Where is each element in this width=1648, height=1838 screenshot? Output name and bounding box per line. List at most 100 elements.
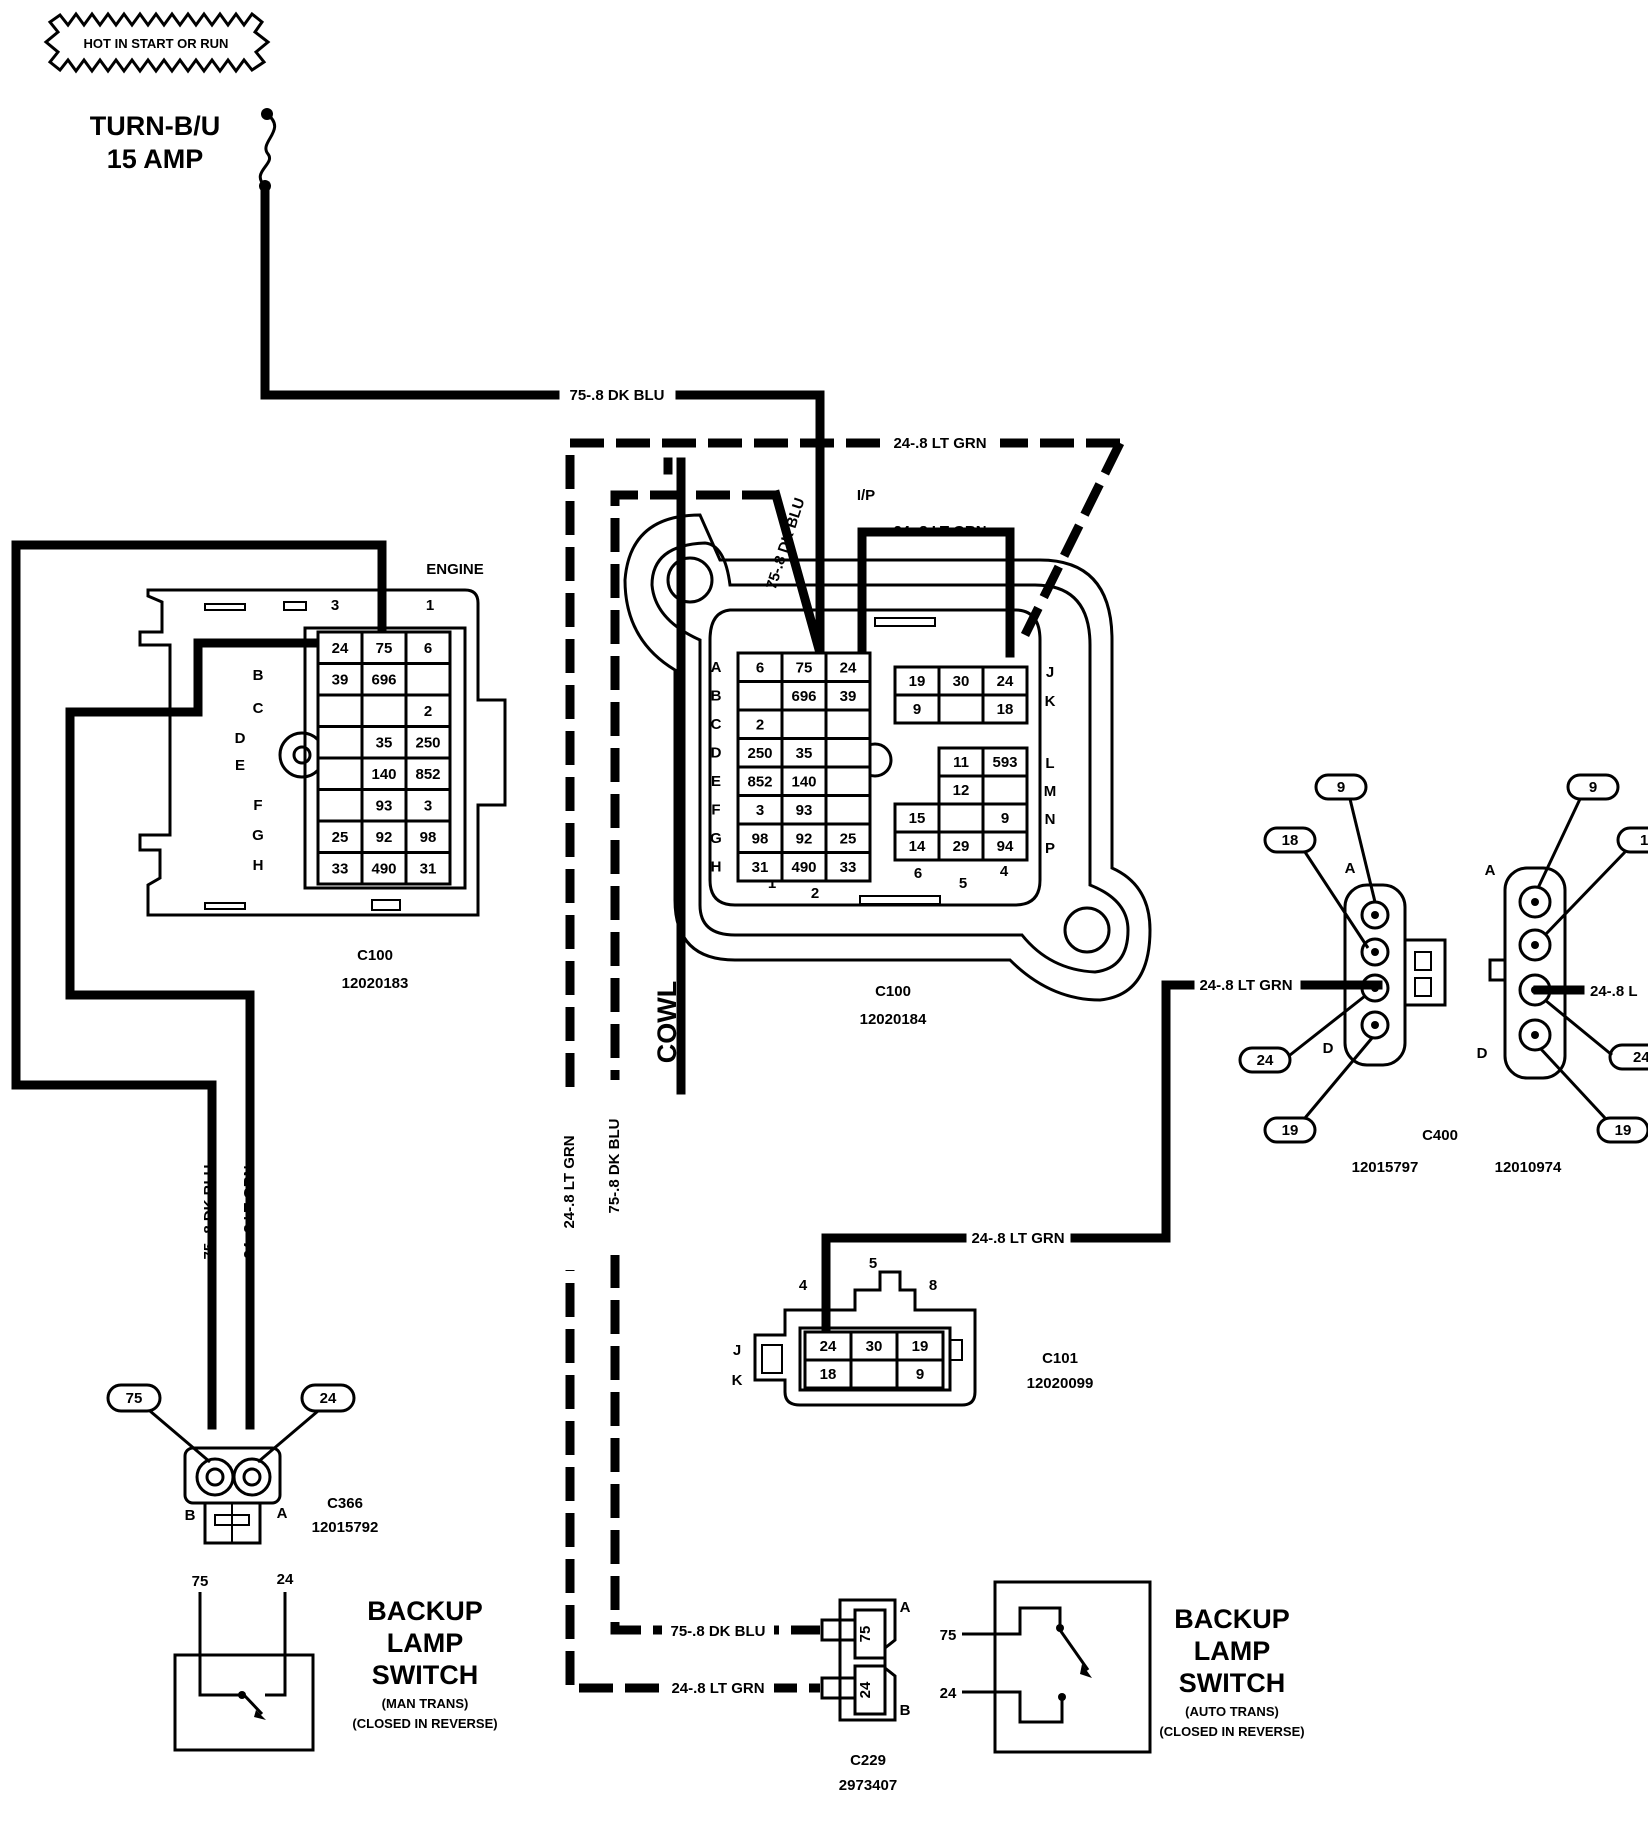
c100-ip-row-left-label: A [711,659,722,676]
c100-ip-row-left-label: E [711,773,721,790]
c100-ip-left-cell: 93 [796,802,813,819]
wire-75-c229-label: 75-.8 DK BLU [670,1623,765,1640]
c100-ip-lp-cell-box [981,774,1029,806]
c101-cell-box [895,1358,945,1390]
c100-ip-lp-cell: 15 [909,810,926,827]
c100-ip-row-left-label: H [711,859,722,876]
c400a-callout-18: 18 [1282,832,1299,849]
c100-engine-cell-box [404,662,452,697]
c100-engine-cell-box [316,756,364,791]
fuse-turn-bu: TURN-B/U 15 AMP [90,108,276,192]
wire-75-diag-stub [770,489,826,659]
c100-ip-left-cell: 6 [756,659,764,676]
c100-ip-lp-cell: 29 [953,838,970,855]
c100-ip-left-cell: 92 [796,830,813,847]
switch-man-t24: 24 [277,1571,294,1588]
fuse-name: TURN-B/U [90,111,220,141]
c100-ip-bottom-label: 6 [914,865,922,882]
switch-man-title1: BACKUP [367,1596,483,1626]
c100-ip-lp-cell-box [937,802,985,834]
c100-ip-left-cell-box [824,794,872,826]
c229-part: 2973407 [839,1777,897,1794]
c100-engine-row-h: H [253,857,264,874]
c366-pin-b: B [185,1507,196,1524]
c100-ip-name: C100 [875,983,911,1000]
c100-engine-cell-box [360,788,408,823]
wire-24-c400-label: 24-.8 LT GRN [1199,977,1292,994]
c100-ip-lp-cell: 9 [1001,810,1009,827]
switch-man-sub2: (CLOSED IN REVERSE) [352,1716,497,1731]
switch-auto-title3: SWITCH [1179,1668,1285,1698]
c100-engine-cell-box [404,693,452,728]
cowl-label: COWL [652,981,682,1063]
switch-auto-t24: 24 [940,1685,957,1702]
c400a-pin-a: A [1345,860,1356,877]
c100-engine-cell: 2 [424,703,432,720]
c100-ip-row-left-label: B [711,688,722,705]
switch-auto-title1: BACKUP [1174,1604,1290,1634]
c100-ip-left-cell: 25 [840,830,857,847]
wire-75-to-ip [675,390,825,658]
c100-engine-cell: 250 [415,734,440,751]
c101-top-8: 8 [929,1277,937,1294]
wire-24-vert-label: 24-.8 LT GRN [561,1135,578,1228]
c101-name: C101 [1042,1350,1078,1367]
wire-24-c400b-label: 24-.8 L [1590,983,1638,1000]
switch-auto-sub1: (AUTO TRANS) [1185,1704,1279,1719]
c100-ip-left-cell: 31 [752,859,769,876]
c100-ip-bottom-label: 2 [811,885,819,902]
c100-engine-cell: 98 [420,829,437,846]
c100-engine-row-d: D [235,730,246,747]
c229-cell-24: 24 [857,1681,874,1698]
c100-engine-cell: 25 [332,829,349,846]
c100-ip-left-cell-box [736,708,784,740]
c100-ip-row-left-label: G [710,830,722,847]
c229-cell-75: 75 [857,1626,874,1643]
c100-engine-cell-box [360,819,408,854]
c100-engine-cell: 24 [332,640,349,657]
c100-ip-jk-cell: 9 [913,701,921,718]
c100-engine-cell: 6 [424,640,432,657]
backup-lamp-switch-manual: 75 24 BACKUP LAMP SWITCH (MAN TRANS) (CL… [173,1571,498,1752]
fuse-rating: 15 AMP [107,144,204,174]
c366-callout-75: 75 [126,1390,143,1407]
c100-engine-cell: 75 [376,640,393,657]
c100-ip-jk-cell-box [981,693,1029,725]
c100-engine-part: 12020183 [342,975,409,992]
wire-75-engine-side [11,540,387,1430]
switch-auto-title2: LAMP [1194,1636,1271,1666]
backup-lamp-switch-auto: 75 24 BACKUP LAMP SWITCH (AUTO TRANS) (C… [940,1580,1305,1754]
c100-engine-cell-box [404,630,452,665]
c400a-callout-24: 24 [1257,1052,1274,1069]
c100-ip-row-right-label: P [1045,840,1055,857]
c400-part-a: 12015797 [1352,1159,1419,1176]
c100-engine-cell-box [404,851,452,886]
c100-ip-lp-cell-box [981,802,1029,834]
c100-ip-left-cell: 39 [840,688,857,705]
c100-ip-part: 12020184 [860,1011,927,1028]
c100-engine-row-labels: B C D E F G H [235,667,264,874]
c101-part: 12020099 [1027,1375,1094,1392]
c229-name: C229 [850,1752,886,1769]
c100-ip-jk-cell-box [937,693,985,725]
c100-ip-lp-cell-box [981,830,1029,862]
c100-engine-row-e: E [235,757,245,774]
c100-ip-lp-cell: 593 [992,754,1017,771]
c100-engine-cell: 3 [424,797,432,814]
c400b-callout-19: 19 [1615,1122,1632,1139]
c100-ip-lp-cell-box [893,830,941,862]
c100-engine-cell-box [404,756,452,791]
wire-24-c101-label: 24-.8 LT GRN [971,1230,1064,1247]
c100-ip-left-cell: 852 [747,773,772,790]
c101-cell-box [803,1358,853,1390]
c100-ip-left-cell-box [824,651,872,683]
c100-ip-left-cell: 490 [791,859,816,876]
wire-24-diagonal-to-ip [1020,441,1125,637]
c100-engine-row-b: B [253,667,264,684]
c400b-callout-24: 24 [1633,1049,1648,1066]
